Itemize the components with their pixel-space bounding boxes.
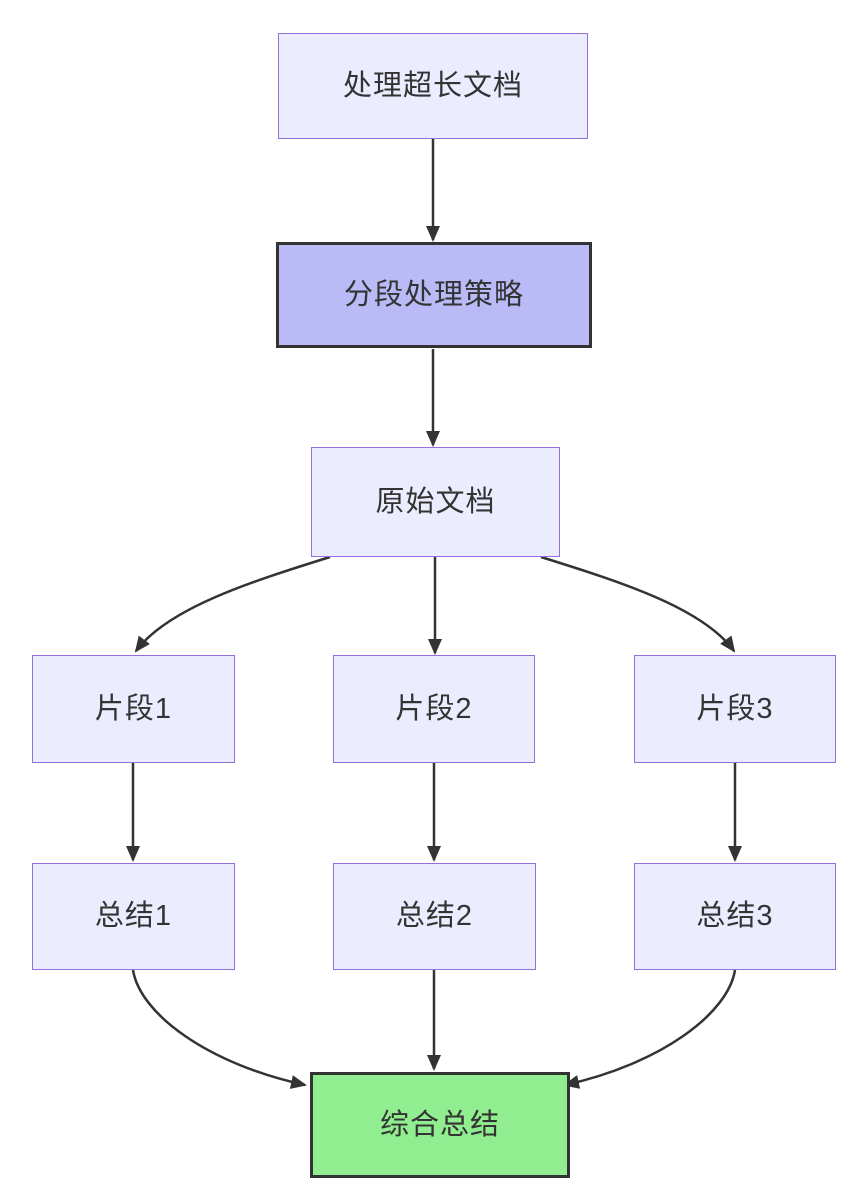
node-segmentation-strategy: 分段处理策略 [276, 242, 592, 348]
node-process-long-document: 处理超长文档 [278, 33, 588, 139]
edge-summary3-to-final [563, 969, 737, 1089]
node-fragment-1: 片段1 [32, 655, 235, 763]
edge-original-to-fragment1 [134, 555, 331, 653]
node-summary-1: 总结1 [32, 863, 235, 970]
node-summary-3: 总结3 [634, 863, 836, 970]
node-original-document: 原始文档 [311, 447, 560, 557]
node-fragment-2: 片段2 [333, 655, 535, 763]
node-final-summary: 综合总结 [310, 1072, 570, 1178]
edge-summary1-to-final [131, 969, 307, 1089]
node-fragment-3: 片段3 [634, 655, 836, 763]
edge-original-to-fragment3 [540, 555, 736, 653]
node-summary-2: 总结2 [333, 863, 536, 970]
